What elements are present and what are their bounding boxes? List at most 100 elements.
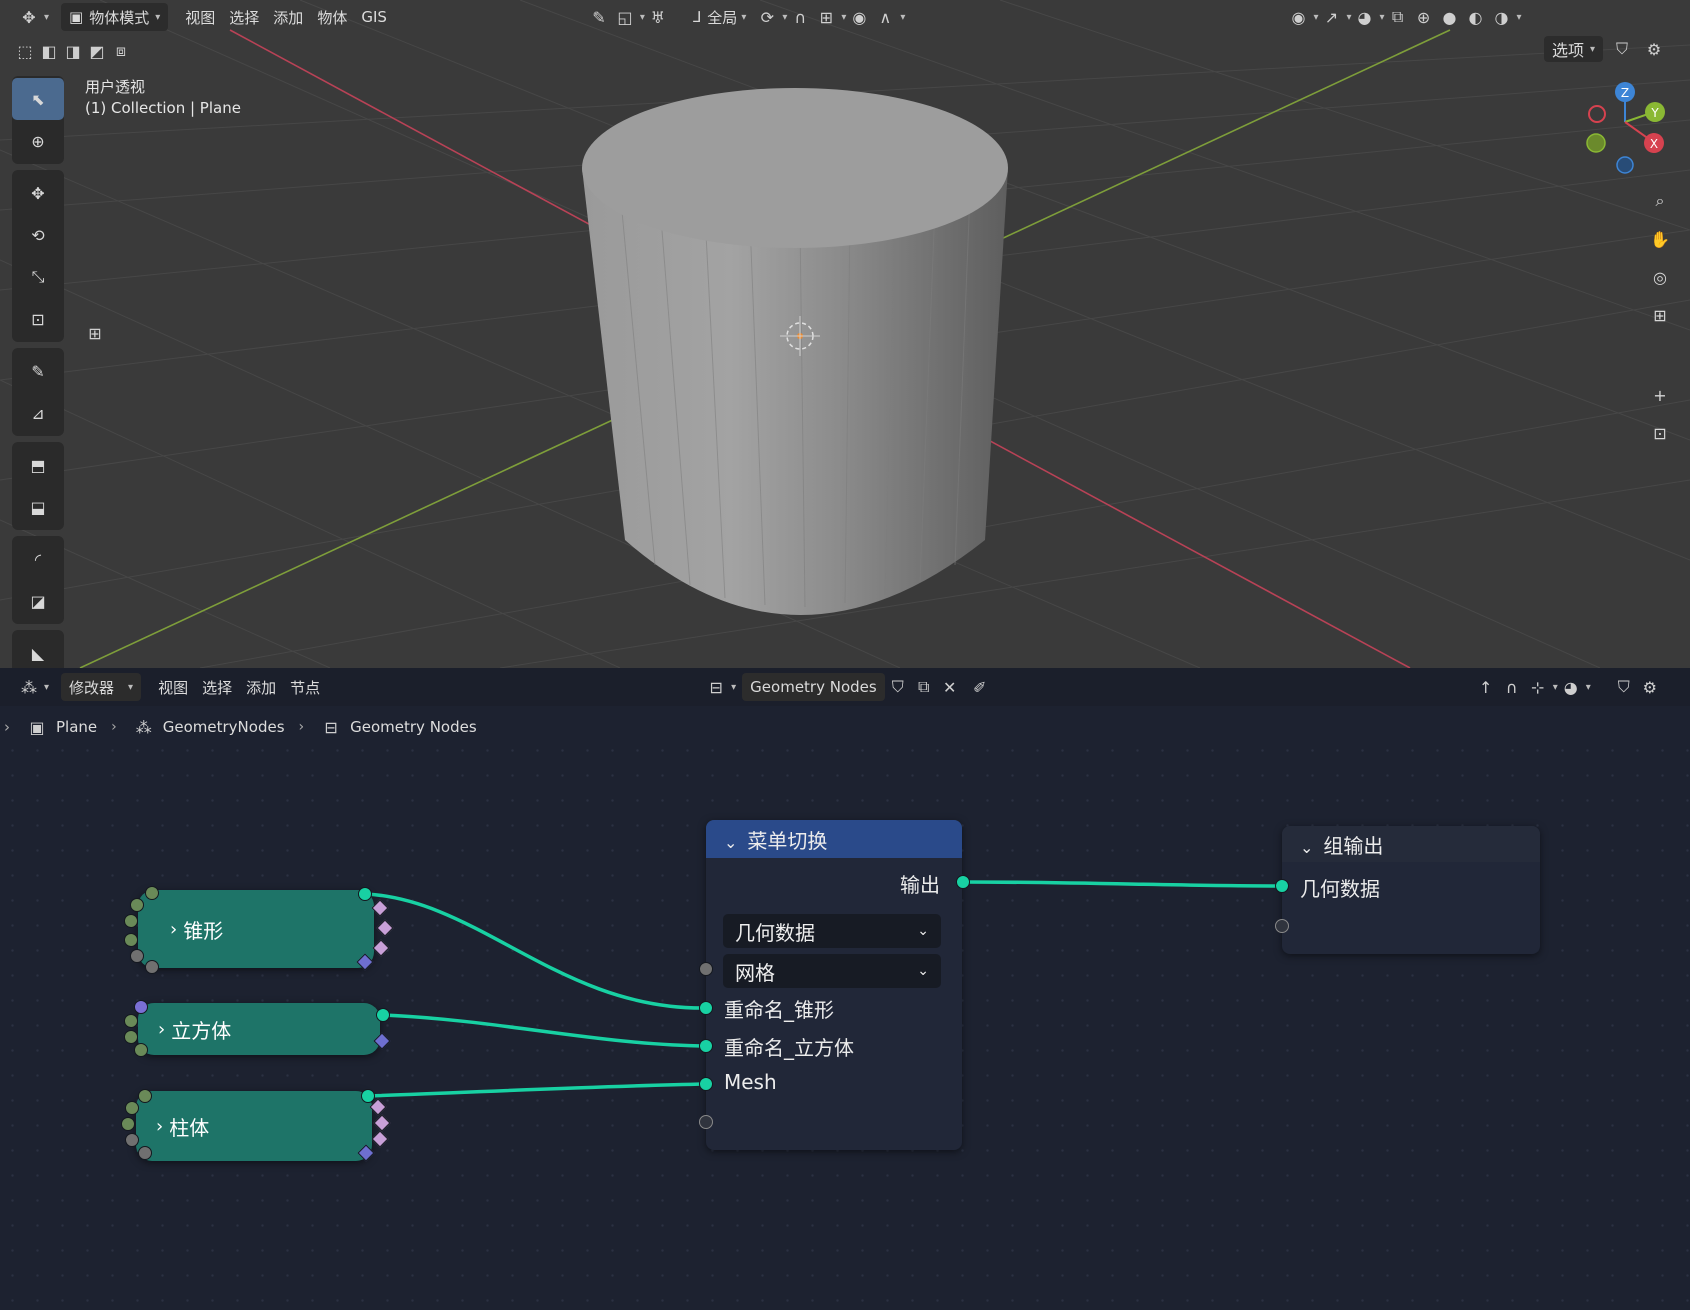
- rotate-tool[interactable]: ⟲: [12, 214, 64, 256]
- camera-icon[interactable]: ◎: [1653, 267, 1667, 287]
- scale-tool[interactable]: ⤡: [12, 256, 64, 298]
- gizmo-icon[interactable]: ↗: [1324, 7, 1339, 27]
- expand-chevron-icon[interactable]: ›: [4, 718, 10, 736]
- annotate-tool[interactable]: ✎: [12, 350, 64, 392]
- menu-input-socket[interactable]: [699, 962, 713, 976]
- menu-add[interactable]: 添加: [273, 8, 304, 27]
- eyedropper-icon[interactable]: ✎: [592, 7, 606, 27]
- node-tree-icon[interactable]: ⊟: [709, 677, 723, 697]
- cone-group-node[interactable]: ›锥形: [138, 890, 394, 971]
- 3d-viewport[interactable]: Z Y X ✥▾ ▣ 物体模式 ▾ 视图 选择 添加 物体 GIS ✎ ◱▾ ♅…: [0, 0, 1690, 668]
- menu-gis[interactable]: GIS: [361, 8, 387, 26]
- input-socket[interactable]: [138, 1146, 152, 1160]
- menu-view[interactable]: 视图: [185, 8, 216, 27]
- snap-icon[interactable]: ∩: [794, 7, 807, 27]
- zoom-icon[interactable]: ⌕: [1655, 191, 1665, 210]
- input-socket[interactable]: [130, 898, 144, 912]
- frame-tool[interactable]: ◪: [12, 580, 64, 622]
- breadcrumb-modifier[interactable]: GeometryNodes: [162, 718, 285, 736]
- data-type-dropdown[interactable]: 几何数据 ⌄: [723, 914, 941, 948]
- input-socket[interactable]: [124, 914, 138, 928]
- sample-tool[interactable]: ◣: [12, 632, 64, 668]
- proportional-edit-icon[interactable]: ◉: [852, 7, 867, 27]
- select-subtract-icon[interactable]: ◨: [65, 41, 81, 61]
- input-socket[interactable]: [145, 886, 159, 900]
- menu-node[interactable]: 节点: [290, 678, 321, 697]
- select-extend-icon[interactable]: ◧: [41, 41, 57, 61]
- input-socket[interactable]: [145, 960, 159, 974]
- cylinder-geometry-output-socket[interactable]: [361, 1089, 375, 1103]
- group-output-geometry-socket[interactable]: [1275, 879, 1289, 893]
- xray-icon[interactable]: ⧉: [1391, 7, 1404, 26]
- fake-user-shield-icon[interactable]: ⛉: [891, 677, 904, 696]
- select-new-icon[interactable]: ⬚: [17, 41, 33, 61]
- input-socket[interactable]: [125, 1133, 139, 1147]
- curve-tool[interactable]: ◜: [12, 538, 64, 580]
- group-output-node[interactable]: ⌄组输出 几何数据: [1282, 826, 1540, 954]
- input-socket[interactable]: [125, 1101, 139, 1115]
- cursor-tool[interactable]: ⊕: [12, 120, 64, 162]
- select-box-tool[interactable]: ⬉: [12, 78, 64, 120]
- editor-type-icon[interactable]: ✥: [22, 7, 36, 27]
- node-group-name[interactable]: Geometry Nodes: [742, 673, 885, 701]
- input-socket[interactable]: [121, 1117, 135, 1131]
- select-invert-icon[interactable]: ◩: [89, 41, 105, 61]
- falloff-icon[interactable]: ∧: [879, 7, 892, 27]
- input-socket-cube[interactable]: [699, 1039, 713, 1053]
- cylinder-group-node[interactable]: ›柱体: [136, 1091, 391, 1162]
- breadcrumb-node-group[interactable]: Geometry Nodes: [350, 718, 477, 736]
- empty-output-socket[interactable]: [1275, 919, 1289, 933]
- add-object-tool[interactable]: ⬓: [12, 486, 64, 528]
- cube-group-node[interactable]: ›立方体: [138, 1003, 391, 1055]
- input-socket[interactable]: [124, 1014, 138, 1028]
- menu-select[interactable]: 选择: [202, 678, 233, 697]
- empty-input-socket[interactable]: [699, 1115, 713, 1129]
- cone-geometry-output-socket[interactable]: [358, 887, 372, 901]
- add-cube-tool[interactable]: ⬒: [12, 444, 64, 486]
- overlay-icon[interactable]: ◕: [1563, 677, 1578, 697]
- mode-selector[interactable]: ▣ 物体模式 ▾: [61, 3, 169, 31]
- menu-object[interactable]: 物体: [317, 8, 348, 27]
- material-shading-icon[interactable]: ◐: [1468, 7, 1483, 27]
- group-output-header[interactable]: ⌄组输出: [1282, 826, 1540, 862]
- input-socket[interactable]: [138, 1089, 152, 1103]
- menu-switch-node[interactable]: ⌄菜单切换 输出 几何数据 ⌄ 网格 ⌄ 重命名_锥形 重命名_立方体 Mesh: [706, 820, 962, 1150]
- input-socket[interactable]: [124, 1030, 138, 1044]
- snap-base-icon[interactable]: ◱: [617, 7, 633, 27]
- input-socket-mesh[interactable]: [699, 1077, 713, 1091]
- settings-gear-icon[interactable]: ⚙: [1646, 39, 1662, 59]
- input-socket[interactable]: [124, 933, 138, 947]
- rendered-shading-icon[interactable]: ◑: [1494, 7, 1509, 27]
- editor-context-selector[interactable]: 修改器 ▾: [61, 673, 142, 701]
- settings-gear-icon[interactable]: ⚙: [1642, 677, 1657, 697]
- select-intersect-icon[interactable]: ⧈: [115, 41, 127, 60]
- transform-tool[interactable]: ⊡: [12, 298, 64, 340]
- ortho-grid-icon[interactable]: ⊞: [1653, 305, 1667, 325]
- menu-add[interactable]: 添加: [246, 678, 277, 697]
- pin-icon[interactable]: ✐: [973, 677, 987, 697]
- filter-icon[interactable]: ⛉: [1616, 39, 1629, 58]
- close-icon[interactable]: ✕: [943, 677, 957, 697]
- annotate-icon[interactable]: ♅: [650, 7, 666, 27]
- solid-shading-icon[interactable]: ●: [1442, 7, 1457, 27]
- input-socket[interactable]: [130, 949, 144, 963]
- measure-tool[interactable]: ⊿: [12, 392, 64, 434]
- sidebar-toggle-icon[interactable]: ⊞: [88, 323, 102, 343]
- add-icon[interactable]: +: [1653, 385, 1667, 405]
- pan-hand-icon[interactable]: ✋: [1650, 229, 1670, 249]
- filter-icon[interactable]: ⛉: [1617, 677, 1630, 696]
- move-tool[interactable]: ✥: [12, 172, 64, 214]
- snap-icon[interactable]: ∩: [1505, 677, 1518, 697]
- wireframe-shading-icon[interactable]: ⊕: [1416, 7, 1431, 27]
- transform-orientation[interactable]: ⅃ 全局 ▾: [692, 8, 747, 27]
- cube-geometry-output-socket[interactable]: [376, 1008, 390, 1022]
- menu-dropdown[interactable]: 网格 ⌄: [723, 954, 941, 988]
- frame-selected-icon[interactable]: ⊡: [1653, 423, 1667, 443]
- menu-view[interactable]: 视图: [158, 678, 189, 697]
- duplicate-icon[interactable]: ⧉: [917, 677, 930, 696]
- menu-switch-header[interactable]: ⌄菜单切换: [706, 820, 962, 858]
- snap-target-icon[interactable]: ⊹: [1531, 677, 1545, 697]
- menu-select[interactable]: 选择: [229, 8, 260, 27]
- input-socket-cone[interactable]: [699, 1001, 713, 1015]
- input-socket[interactable]: [134, 1000, 148, 1014]
